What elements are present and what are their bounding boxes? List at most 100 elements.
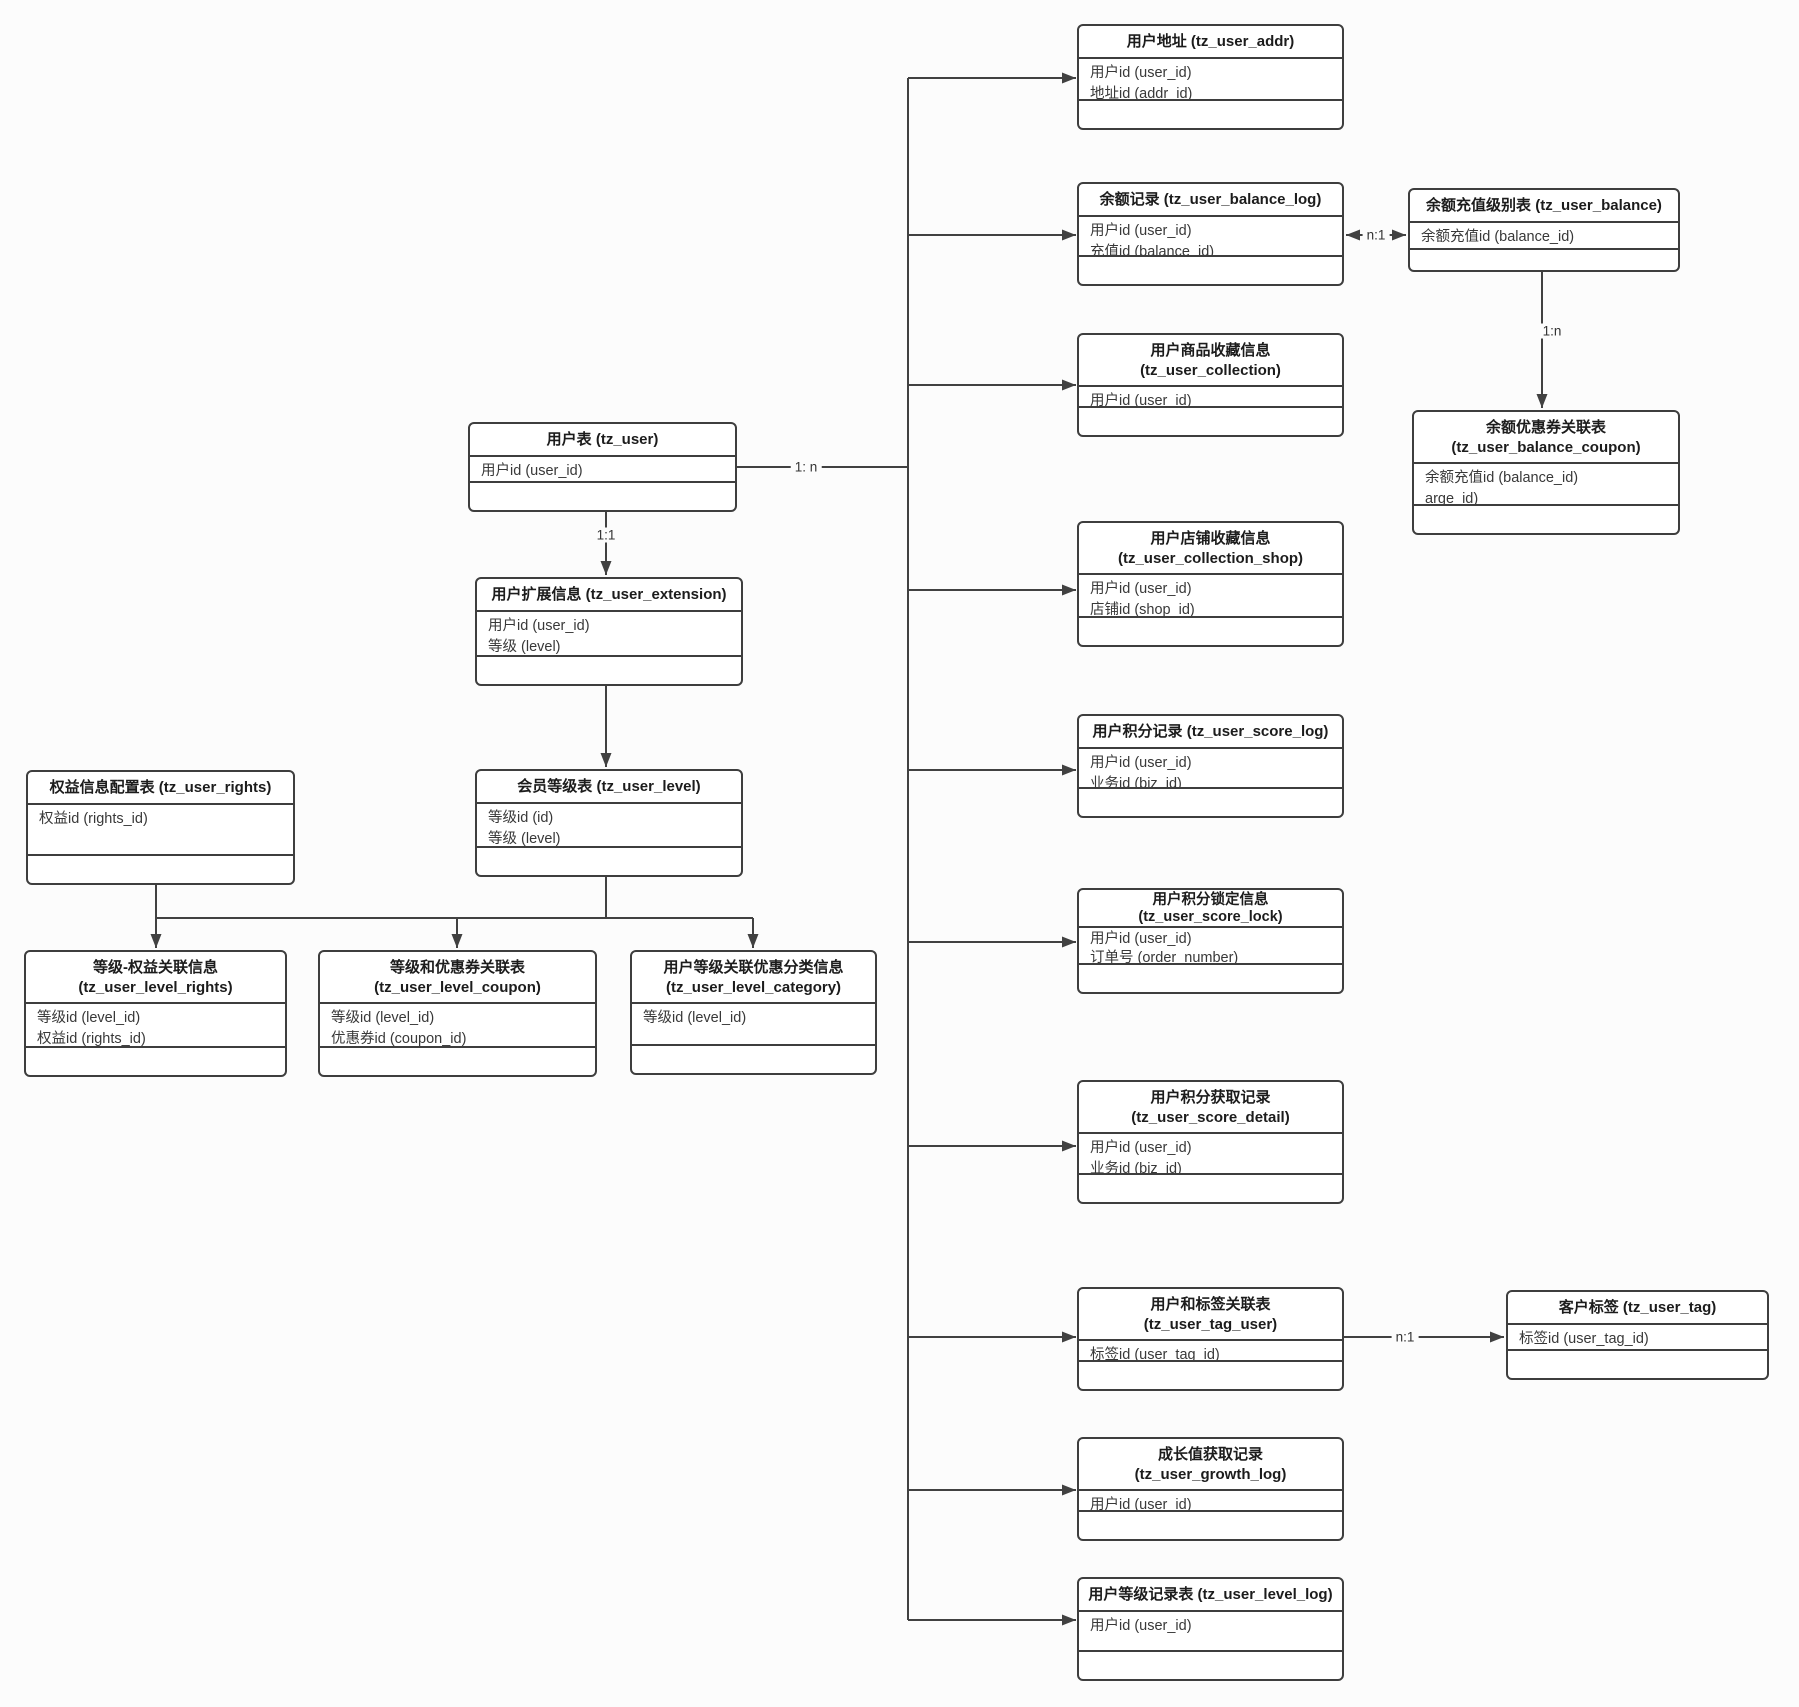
entity-field: 余额充值id (balance_id) (1425, 470, 1579, 486)
entity-field: 订单号 (order_number) (1090, 950, 1239, 965)
arrowhead (1490, 1331, 1504, 1343)
entity-title-line: 成长值获取记录 (tz_user_growth_log) (1134, 1446, 1287, 1483)
entity-title: 用户地址 (tz_user_addr) (1079, 26, 1342, 59)
entity-title: 成长值获取记录 (tz_user_growth_log) (1079, 1439, 1342, 1491)
entity-tz-user-score-log[interactable]: 用户积分记录 (tz_user_score_log) 用户id (user_id)… (1077, 714, 1344, 818)
arrowhead (1062, 1614, 1076, 1626)
entity-field: 等级id (level_id) (331, 1010, 435, 1026)
entity-title-line: 会员等级表 (tz_user_level) (517, 778, 701, 795)
entity-footer (1079, 257, 1342, 284)
entity-fields: 权益id (rights_id) (28, 805, 293, 856)
entity-tz-user-collection-shop[interactable]: 用户店铺收藏信息(tz_user_collection_shop)用户id (u… (1077, 521, 1344, 647)
arrowhead (1392, 229, 1406, 241)
entity-tz-user-score-lock[interactable]: 用户积分锁定信息(tz_user_score_lock)用户id (user_i… (1077, 888, 1344, 994)
entity-title-line: (tz_user_score_detail) (1131, 1108, 1290, 1126)
entity-tz-user-rights[interactable]: 权益信息配置表 (tz_user_rights)权益id (rights_id) (26, 770, 295, 885)
entity-tz-user-balance[interactable]: 余额充值级别表 (tz_user_balance) 余额充值id (balance… (1408, 188, 1680, 272)
entity-title: 余额优惠券关联表 (tz_user_balance_coupon) (1414, 412, 1678, 464)
entity-footer (1079, 1175, 1342, 1202)
entity-field: 用户id (user_id) (1090, 1140, 1192, 1156)
entity-fields: 用户id (user_id) (1079, 1612, 1342, 1652)
entity-footer (1079, 965, 1342, 992)
entity-footer (1079, 1652, 1342, 1679)
arrowhead (451, 934, 463, 948)
entity-footer (632, 1046, 875, 1073)
arrowhead (600, 753, 612, 767)
entity-title-line: 用户等级关联优惠分类信息 (663, 959, 844, 976)
entity-footer (470, 483, 735, 510)
entity-title-line: (tz_user_balance_coupon) (1451, 438, 1641, 456)
entity-fields: 等级id (level_id) 优惠券id (coupon_id) (320, 1004, 595, 1048)
entity-title-line: (tz_user_collection_shop) (1117, 549, 1304, 567)
entity-title: 用户等级记录表 (tz_user_level_log) (1079, 1579, 1342, 1612)
entity-title: 余额充值级别表 (tz_user_balance) (1410, 190, 1678, 223)
arrowhead (1062, 764, 1076, 776)
entity-footer (1079, 408, 1342, 435)
entity-field: 优惠券id (coupon_id) (331, 1031, 467, 1048)
entity-title-line: 余额充值级别表 (tz_user_balance) (1426, 197, 1662, 214)
entity-tz-user-level-coupon[interactable]: 等级和优惠券关联表(tz_user_level_coupon)等级id (lev… (318, 950, 597, 1077)
arrowhead (1062, 379, 1076, 391)
entity-fields: 标签id (user_tag_id) (1508, 1325, 1767, 1351)
entity-field: 用户id (user_id) (1090, 1497, 1192, 1512)
entity-tz-user-collection[interactable]: 用户商品收藏信息 (tz_user_collection) 用户id (user_… (1077, 333, 1344, 437)
entity-footer (477, 657, 741, 684)
entity-tz-user-growth-log[interactable]: 成长值获取记录 (tz_user_growth_log) 用户id (user_i… (1077, 1437, 1344, 1541)
entity-footer (28, 856, 293, 883)
entity-field: 业务id (biz_id) (1090, 1161, 1182, 1175)
arrowhead (747, 934, 759, 948)
entity-tz-user-addr[interactable]: 用户地址 (tz_user_addr)用户id (user_id)地址id (a… (1077, 24, 1344, 130)
entity-field: 用户id (user_id) (1090, 1617, 1192, 1634)
entity-title: 用户商品收藏信息 (tz_user_collection) (1079, 335, 1342, 387)
entity-tz-user-extension[interactable]: 用户扩展信息 (tz_user_extension)用户id (user_id)… (475, 577, 743, 686)
entity-field: 等级id (level_id) (643, 1010, 747, 1026)
entity-tz-user-level-rights[interactable]: 等级-权益关联信息(tz_user_level_rights)等级id (lev… (24, 950, 287, 1077)
arrowhead (1062, 1484, 1076, 1496)
entity-fields: 用户id (user_id)业务id (biz_id) (1079, 749, 1342, 789)
entity-field: 余额充值id (balance_id) (1421, 228, 1575, 245)
entity-title-line: 余额优惠券关联表 (1485, 419, 1606, 436)
arrowhead (1062, 1331, 1076, 1343)
entity-fields: 用户id (user_id) 店铺id (shop_id) (1079, 575, 1342, 618)
entity-tz-user-level-log[interactable]: 用户等级记录表 (tz_user_level_log) 用户id (user_id… (1077, 1577, 1344, 1681)
entity-fields: 用户id (user_id)业务id (biz_id) (1079, 1491, 1342, 1512)
arrowhead (1346, 229, 1360, 241)
arrowhead (600, 561, 612, 575)
entity-field: 用户id (user_id) (1090, 581, 1192, 597)
entity-field: 等级 (level) (488, 638, 561, 655)
entity-field: 用户id (user_id) (481, 462, 583, 479)
entity-field: 业务id (biz_id) (1090, 775, 1182, 789)
entity-footer (320, 1048, 595, 1075)
entity-field: 充值id (balance_id) (1090, 243, 1215, 257)
entity-field: 用户id (user_id) (488, 617, 590, 634)
entity-footer (1079, 1512, 1342, 1539)
entity-tz-user-tag-user[interactable]: 用户和标签关联表 (tz_user_tag_user)标签id (user_ta… (1077, 1287, 1344, 1391)
entity-title-line: 等级-权益关联信息 (93, 959, 218, 976)
entity-tz-user-level-category[interactable]: 用户等级关联优惠分类信息(tz_user_level_category)等级id… (630, 950, 877, 1075)
entity-tz-user-balance-log[interactable]: 余额记录 (tz_user_balance_log)用户id (user_id)… (1077, 182, 1344, 286)
entity-tz-user-level[interactable]: 会员等级表 (tz_user_level)等级id (id)等级 (level) (475, 769, 743, 877)
entity-fields: 用户id (user_id)地址id (addr_id) (1079, 59, 1342, 101)
entity-field: 等级id (level_id) (37, 1010, 141, 1026)
entity-title-line: 用户积分记录 (tz_user_score_log) (1092, 723, 1329, 740)
entity-fields: 标签id (user_tag_id)用户id(user_id) (1079, 1341, 1342, 1362)
entity-field: 店铺id (shop_id) (1090, 602, 1195, 618)
entity-title-line: 用户表 (tz_user) (546, 431, 659, 448)
entity-field: 用户id (user_id) (1090, 393, 1192, 408)
entity-fields: 用户id (user_id)商品id (prod_id) (1079, 387, 1342, 408)
entity-fields: 用户id (user_id)充值id (balance_id) (1079, 217, 1342, 257)
entity-fields: 等级id (level_id) (632, 1004, 875, 1046)
entity-fields: 余额充值id (balance_id) (1410, 223, 1678, 250)
entity-footer (1079, 1362, 1342, 1389)
arrowhead (150, 934, 162, 948)
entity-fields: 用户id (user_id) (470, 457, 735, 483)
entity-title-line: 用户商品收藏信息 (tz_user_collection) (1140, 342, 1281, 379)
entity-tz-user-tag[interactable]: 客户标签 (tz_user_tag)标签id (user_tag_id) (1506, 1290, 1769, 1380)
entity-tz-user[interactable]: 用户表 (tz_user) 用户id (user_id) (468, 422, 737, 512)
entity-footer (1079, 789, 1342, 816)
entity-footer (1079, 101, 1342, 128)
entity-tz-user-score-detail[interactable]: 用户积分获取记录(tz_user_score_detail)用户id (user… (1077, 1080, 1344, 1204)
entity-tz-user-balance-coupon[interactable]: 余额优惠券关联表 (tz_user_balance_coupon) 余额充值id (… (1412, 410, 1680, 535)
